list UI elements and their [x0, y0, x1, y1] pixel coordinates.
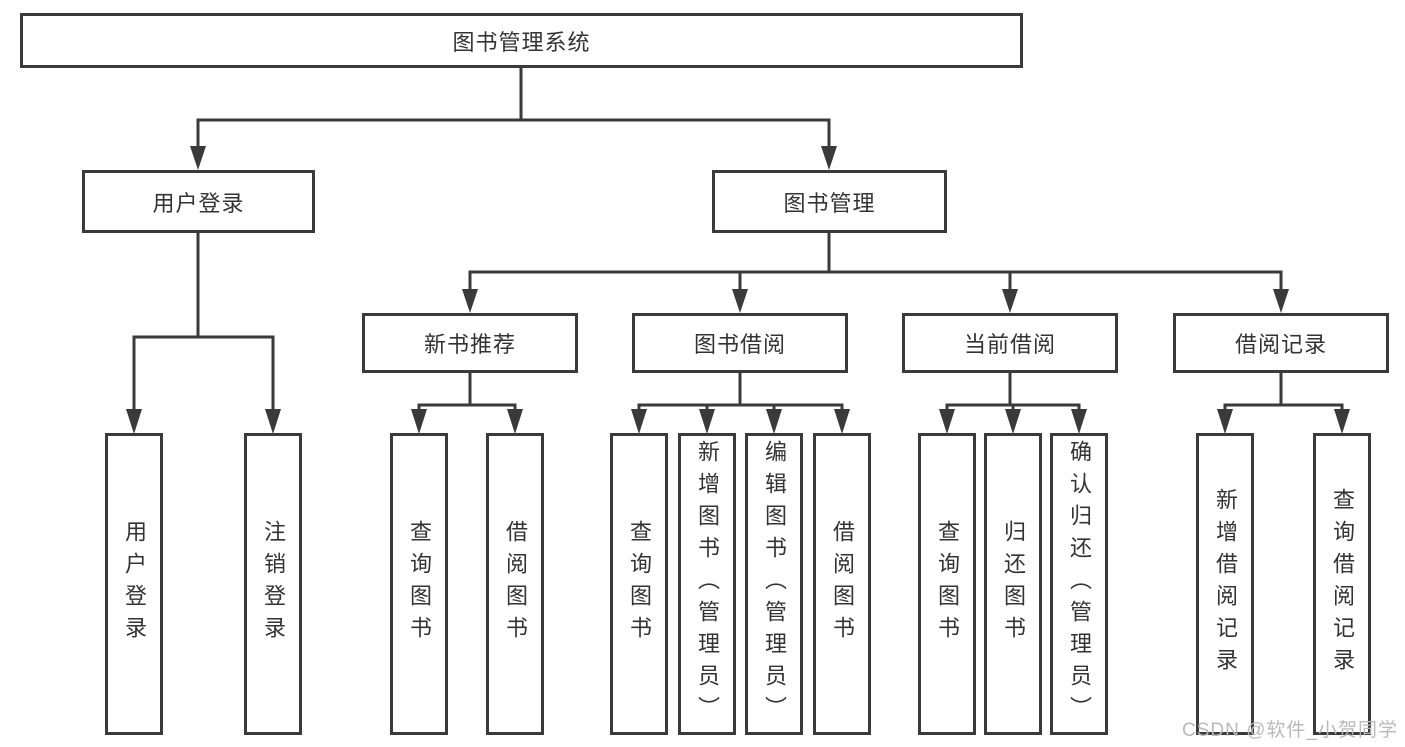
node-borrow-records: 借阅记录	[1173, 313, 1389, 373]
connector-current-borrow	[945, 373, 1081, 411]
arrow-down-icon	[699, 409, 715, 434]
node-book-management-label: 图书管理	[783, 190, 876, 216]
leaf-edit-book-admin-label: 编辑图书（管理员）	[762, 440, 787, 728]
leaf-query-books-1: 查询图书	[390, 433, 448, 735]
node-root-label: 图书管理系统	[452, 29, 591, 55]
node-new-book-recommend: 新书推荐	[362, 313, 578, 373]
leaf-logout: 注销登录	[244, 433, 302, 735]
arrow-down-icon	[1005, 409, 1021, 434]
arrow-down-icon	[1071, 409, 1087, 434]
leaf-user-login: 用户登录	[105, 433, 163, 735]
leaf-add-borrow-record: 新增借阅记录	[1196, 433, 1254, 735]
watermark: CSDN @软件_小贺同学	[1182, 720, 1398, 741]
connector-book-management	[468, 233, 1283, 291]
node-root: 图书管理系统	[20, 13, 1023, 68]
arrow-down-icon	[1002, 289, 1018, 313]
connector-user-login	[132, 233, 275, 411]
arrow-down-icon	[411, 409, 427, 434]
leaf-borrow-books-2: 借阅图书	[813, 433, 871, 735]
leaf-logout-label: 注销登录	[261, 520, 286, 648]
arrow-down-icon	[1273, 289, 1289, 313]
node-borrow-records-label: 借阅记录	[1234, 332, 1327, 357]
node-book-borrow: 图书借阅	[632, 313, 848, 373]
arrow-down-icon	[265, 409, 281, 434]
leaf-edit-book-admin: 编辑图书（管理员）	[745, 433, 803, 735]
arrow-down-icon	[631, 409, 647, 434]
leaf-query-books-2: 查询图书	[610, 433, 668, 735]
node-book-management: 图书管理	[712, 170, 947, 233]
node-book-borrow-label: 图书借阅	[693, 332, 786, 357]
arrow-down-icon	[190, 146, 206, 170]
leaf-query-borrow-record-label: 查询借阅记录	[1330, 488, 1355, 680]
leaf-borrow-books-1-label: 借阅图书	[503, 520, 528, 648]
leaf-borrow-books-2-label: 借阅图书	[830, 520, 855, 648]
leaf-query-books-3-label: 查询图书	[935, 520, 960, 648]
arrow-down-icon	[834, 409, 850, 434]
leaf-return-books: 归还图书	[984, 433, 1042, 735]
leaf-user-login-label: 用户登录	[122, 520, 147, 648]
connector-new-book-recommend	[417, 373, 517, 411]
node-user-login: 用户登录	[82, 170, 315, 233]
leaf-add-book-admin: 新增图书（管理员）	[678, 433, 736, 735]
leaf-query-books-2-label: 查询图书	[627, 520, 652, 648]
arrow-down-icon	[462, 289, 478, 313]
node-new-book-recommend-label: 新书推荐	[423, 332, 516, 357]
leaf-query-borrow-record: 查询借阅记录	[1313, 433, 1371, 735]
leaf-confirm-return-admin: 确认归还（管理员）	[1050, 433, 1108, 735]
connector-book-borrow	[637, 373, 844, 411]
connector-root	[196, 68, 831, 148]
leaf-query-books-1-label: 查询图书	[407, 520, 432, 648]
leaf-add-borrow-record-label: 新增借阅记录	[1213, 488, 1238, 680]
leaf-confirm-return-admin-label: 确认归还（管理员）	[1067, 440, 1092, 728]
leaf-query-books-3: 查询图书	[918, 433, 976, 735]
arrow-down-icon	[732, 289, 748, 313]
connector-paths	[132, 68, 1344, 411]
arrow-down-icon	[939, 409, 955, 434]
connector-borrow-records	[1223, 373, 1344, 411]
node-user-login-label: 用户登录	[152, 190, 245, 216]
node-current-borrow: 当前借阅	[902, 313, 1118, 373]
arrow-down-icon	[1217, 409, 1233, 434]
arrow-down-icon	[821, 146, 837, 170]
leaf-borrow-books-1: 借阅图书	[486, 433, 544, 735]
node-current-borrow-label: 当前借阅	[963, 332, 1056, 357]
leaf-return-books-label: 归还图书	[1001, 520, 1026, 648]
arrow-down-icon	[126, 409, 142, 434]
leaf-add-book-admin-label: 新增图书（管理员）	[695, 440, 720, 728]
arrow-down-icon	[1334, 409, 1350, 434]
arrow-down-icon	[766, 409, 782, 434]
arrowhead-icons	[126, 146, 1350, 434]
arrow-down-icon	[507, 409, 523, 434]
